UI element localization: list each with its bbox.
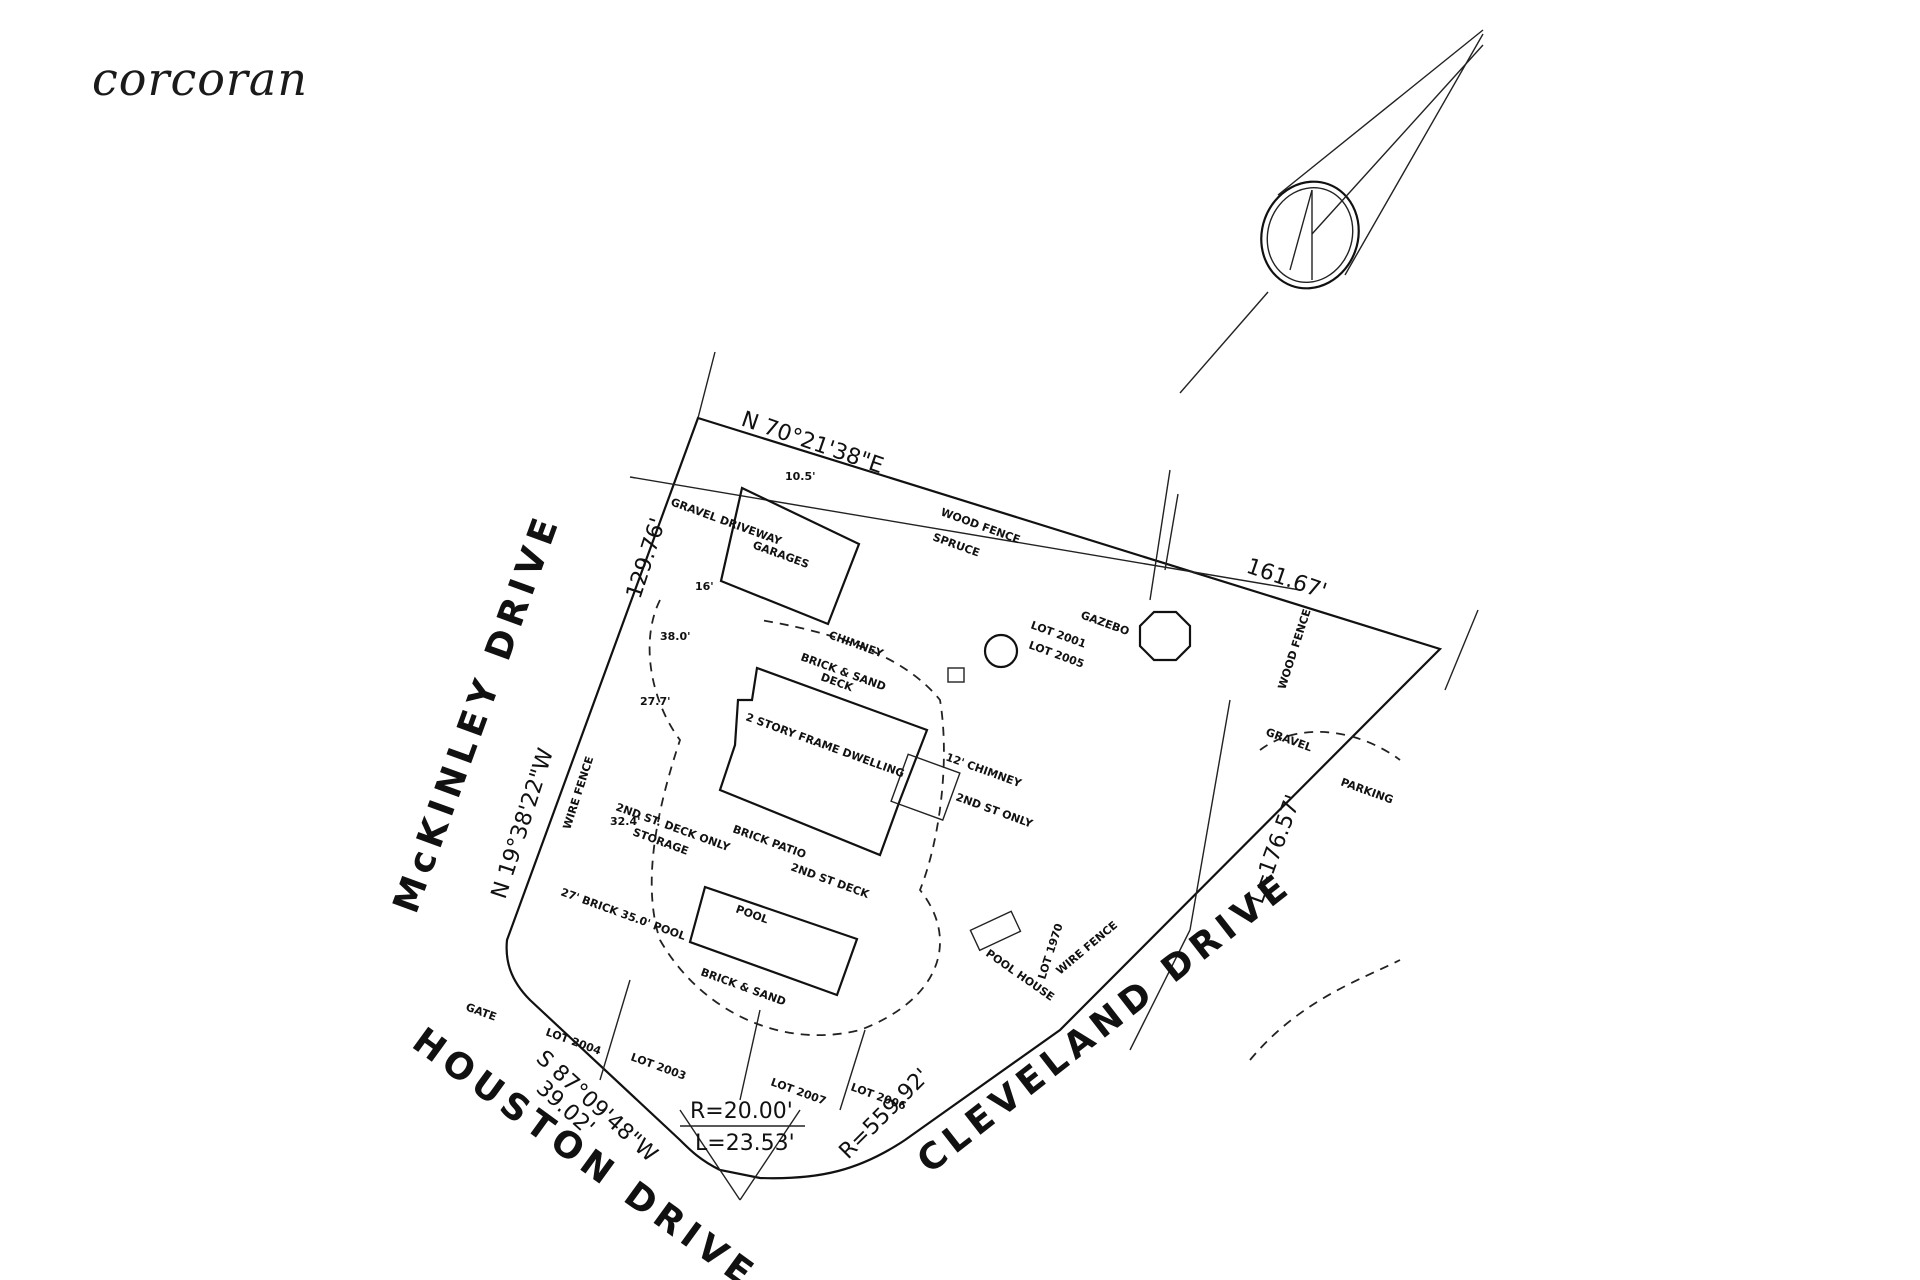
label-wire-fence-west: WIRE FENCE [560, 755, 596, 831]
label-gravel: GRAVEL [1264, 726, 1314, 755]
label-parking: PARKING [1339, 776, 1395, 807]
dwelling [718, 666, 929, 857]
label-gravel-driveway: GRAVEL DRIVEWAY [669, 496, 784, 549]
street-label-cleveland: CLEVELAND DRIVE [910, 864, 1300, 1181]
label-dim-32: 32.4' [610, 815, 641, 828]
label-brick-patio: BRICK PATIO [731, 823, 808, 862]
gazebo [1138, 610, 1192, 662]
label-brick-sand-bottom: BRICK & SAND [699, 966, 788, 1009]
label-garages: GARAGES [751, 539, 811, 571]
west-line-bearing: N 19°38'22"W [487, 745, 559, 902]
label-gazebo: GAZEBO [1079, 609, 1131, 639]
tree [983, 633, 1019, 669]
lot-boundary [505, 416, 1443, 1180]
label-brick-pool: 27' BRICK 35.0' POOL [559, 886, 687, 943]
north-line-bearing: N 70°21'38"E [738, 407, 887, 479]
label-dim-10-5: 10.5' [785, 470, 816, 483]
label-dwelling: 2 STORY FRAME DWELLING [744, 711, 906, 781]
street-label-mckinley: McKINLEY DRIVE [386, 508, 569, 919]
label-dim-27: 27.7' [640, 695, 671, 708]
corcoran-logo: corcoran [92, 52, 308, 106]
label-wood-fence-east: WOOD FENCE [1275, 607, 1313, 691]
label-chimney: CHIMNEY [827, 629, 886, 661]
curve-radius: R=20.00' [690, 1099, 793, 1124]
label-dim-16: 16' [695, 580, 714, 593]
label-second-only: 2ND ST ONLY [954, 791, 1035, 831]
label-end-deck: 2ND ST DECK [789, 861, 871, 902]
label-pool: POOL [734, 903, 770, 927]
north-arrow-icon [1179, 29, 1484, 394]
garage [719, 486, 861, 626]
pool [688, 885, 859, 997]
north-line-distance: 161.67' [1243, 554, 1330, 605]
label-spruce: SPRUCE [931, 531, 981, 560]
label-gate: GATE [464, 1001, 498, 1024]
label-chimney-12: 12' CHIMNEY [944, 751, 1024, 791]
west-line-distance: 129.76' [622, 515, 671, 602]
label-dim-38: 38.0' [660, 630, 691, 643]
label-lot-2003: LOT 2003 [629, 1051, 688, 1083]
curve-length: L=23.53' [695, 1131, 795, 1156]
